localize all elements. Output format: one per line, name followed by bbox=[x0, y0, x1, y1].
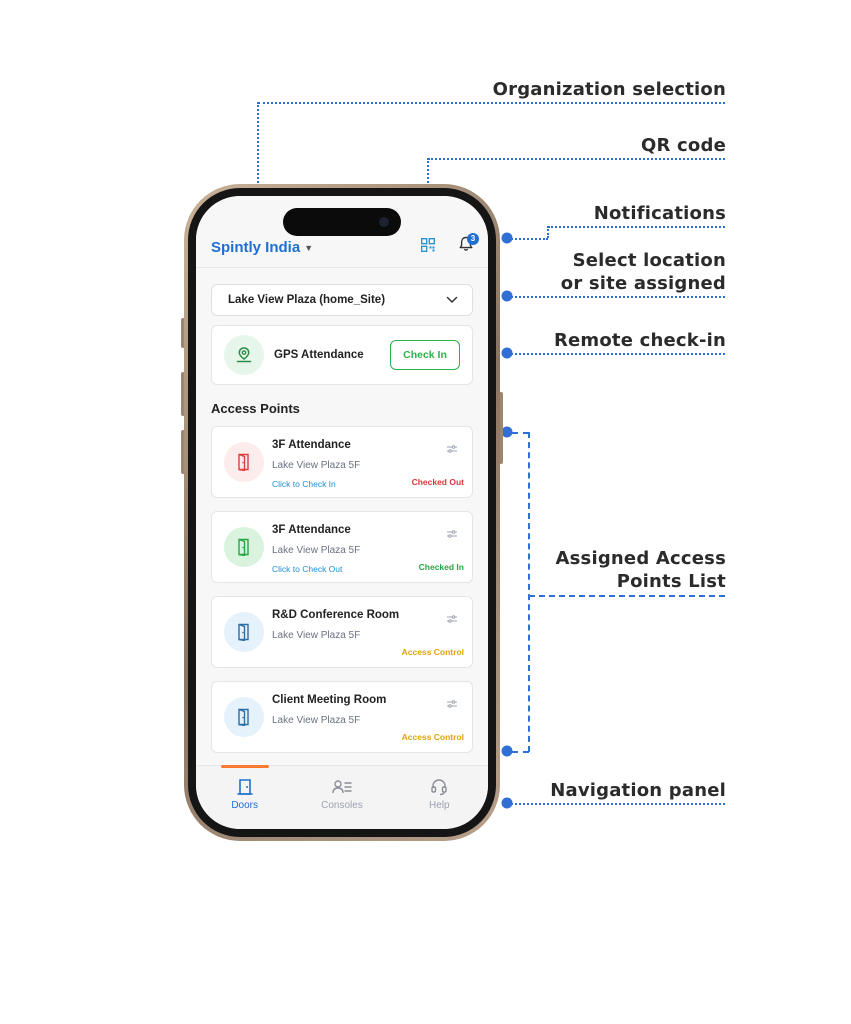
nav-tab-doors[interactable]: Doors bbox=[196, 765, 293, 829]
access-point-name: Client Meeting Room bbox=[272, 694, 387, 706]
access-point-card[interactable]: R&D Conference Room Lake View Plaza 5F A… bbox=[211, 596, 473, 668]
site-selector[interactable]: Lake View Plaza (home_Site) bbox=[211, 284, 473, 316]
annotation-access-points-line2: Points List bbox=[616, 571, 726, 592]
access-point-action-link[interactable]: Click to Check Out bbox=[272, 564, 343, 574]
navigation-panel: Doors Consoles bbox=[196, 765, 488, 829]
phone-power-button bbox=[499, 392, 503, 464]
access-point-status: Access Control bbox=[401, 647, 464, 657]
annotation-bracket-vertical bbox=[528, 432, 530, 752]
access-point-status: Checked Out bbox=[411, 477, 464, 487]
annotation-line-qr bbox=[428, 158, 725, 160]
annotation-select-location: Select location or site assigned bbox=[561, 249, 726, 295]
annotation-access-points: Assigned Access Points List bbox=[556, 547, 727, 593]
annotation-bracket-bottom bbox=[512, 751, 529, 753]
annotation-line-navigation bbox=[508, 803, 725, 805]
access-point-name: 3F Attendance bbox=[272, 439, 351, 451]
chevron-down-icon bbox=[446, 296, 458, 304]
access-point-location: Lake View Plaza 5F bbox=[272, 630, 361, 641]
door-icon-circle bbox=[224, 442, 264, 482]
settings-sliders-icon[interactable] bbox=[446, 699, 458, 709]
phone-frame: Spintly India ▼ 3 bbox=[184, 184, 500, 841]
app-screen: Spintly India ▼ 3 bbox=[196, 196, 488, 829]
annotation-notifications: Notifications bbox=[593, 203, 726, 224]
annotation-navigation-panel: Navigation panel bbox=[550, 780, 726, 801]
settings-sliders-icon[interactable] bbox=[446, 614, 458, 624]
access-point-name: 3F Attendance bbox=[272, 524, 351, 536]
annotation-dot-access-top bbox=[501, 426, 513, 438]
door-icon-circle bbox=[224, 697, 264, 737]
nav-tab-label: Consoles bbox=[321, 800, 363, 811]
settings-sliders-icon[interactable] bbox=[446, 529, 458, 539]
annotation-dot-navigation bbox=[501, 797, 513, 809]
caret-down-icon: ▼ bbox=[304, 242, 314, 253]
annotation-qr-code: QR code bbox=[641, 135, 726, 156]
access-point-info: R&D Conference Room Lake View Plaza 5F bbox=[272, 597, 460, 667]
door-icon-circle bbox=[224, 527, 264, 567]
door-icon bbox=[236, 779, 253, 795]
phone-bezel: Spintly India ▼ 3 bbox=[188, 188, 496, 837]
annotation-dot-access-bottom bbox=[501, 745, 513, 757]
nav-tab-help[interactable]: Help bbox=[391, 766, 488, 829]
phone-volume-up-button bbox=[181, 372, 185, 416]
gps-check-in-button[interactable]: Check In bbox=[390, 340, 460, 370]
consoles-icon bbox=[332, 780, 352, 794]
door-icon-circle bbox=[224, 612, 264, 652]
location-pin-icon bbox=[236, 347, 252, 363]
access-point-info: Client Meeting Room Lake View Plaza 5F bbox=[272, 682, 460, 752]
qr-code-icon[interactable] bbox=[421, 238, 435, 252]
access-point-action-link[interactable]: Click to Check In bbox=[272, 479, 336, 489]
phone-volume-down-button bbox=[181, 430, 185, 474]
annotation-line-location bbox=[508, 296, 725, 298]
door-icon bbox=[238, 453, 249, 471]
annotation-access-points-line1: Assigned Access bbox=[555, 548, 726, 569]
annotation-select-location-line1: Select location bbox=[572, 250, 726, 271]
annotation-line-notifications-vertical bbox=[547, 226, 549, 238]
access-point-location: Lake View Plaza 5F bbox=[272, 715, 361, 726]
annotation-dot-notifications bbox=[501, 232, 513, 244]
access-points-heading: Access Points bbox=[211, 401, 300, 416]
main-content: Lake View Plaza (home_Site) GPS Attendan… bbox=[211, 284, 473, 753]
annotation-dot-location bbox=[501, 290, 513, 302]
door-icon bbox=[238, 623, 249, 641]
front-camera bbox=[379, 217, 389, 227]
headset-icon bbox=[431, 779, 448, 796]
access-point-card[interactable]: 3F Attendance Lake View Plaza 5F Click t… bbox=[211, 511, 473, 583]
access-point-name: R&D Conference Room bbox=[272, 609, 400, 621]
annotation-line-organization-vertical bbox=[257, 102, 259, 226]
annotation-dot-remote bbox=[501, 347, 513, 359]
gps-attendance-card: GPS Attendance Check In bbox=[211, 325, 473, 385]
active-tab-indicator bbox=[220, 765, 269, 768]
nav-tab-label: Doors bbox=[231, 800, 258, 811]
access-point-status: Checked In bbox=[418, 562, 464, 572]
annotation-line-access-points bbox=[529, 595, 725, 597]
access-point-status: Access Control bbox=[401, 732, 464, 742]
access-point-card[interactable]: 3F Attendance Lake View Plaza 5F Click t… bbox=[211, 426, 473, 498]
annotation-remote-checkin: Remote check-in bbox=[553, 330, 726, 351]
organization-name: Spintly India bbox=[211, 239, 301, 256]
access-point-info: 3F Attendance Lake View Plaza 5F Click t… bbox=[272, 427, 460, 497]
door-icon bbox=[238, 708, 249, 726]
notification-badge: 3 bbox=[467, 233, 479, 245]
gps-icon-circle bbox=[224, 335, 264, 375]
annotation-bracket-top bbox=[512, 432, 529, 434]
access-point-location: Lake View Plaza 5F bbox=[272, 460, 361, 471]
site-selector-value: Lake View Plaza (home_Site) bbox=[228, 294, 386, 306]
access-point-card[interactable]: Client Meeting Room Lake View Plaza 5F A… bbox=[211, 681, 473, 753]
annotation-line-remote bbox=[508, 353, 725, 355]
annotation-select-location-line2: or site assigned bbox=[560, 273, 726, 294]
annotation-line-organization bbox=[258, 102, 725, 104]
access-point-info: 3F Attendance Lake View Plaza 5F Click t… bbox=[272, 512, 460, 582]
nav-tab-consoles[interactable]: Consoles bbox=[293, 766, 390, 829]
settings-sliders-icon[interactable] bbox=[446, 444, 458, 454]
phone-action-button bbox=[181, 318, 185, 348]
annotation-line-notifications bbox=[548, 226, 725, 228]
annotation-line-notifications-short bbox=[508, 238, 548, 240]
gps-attendance-title: GPS Attendance bbox=[274, 349, 364, 361]
access-point-location: Lake View Plaza 5F bbox=[272, 545, 361, 556]
annotation-organization-selection: Organization selection bbox=[492, 79, 726, 100]
organization-selector[interactable]: Spintly India ▼ bbox=[211, 239, 313, 256]
door-icon bbox=[238, 538, 249, 556]
nav-tab-label: Help bbox=[429, 800, 450, 811]
dynamic-island bbox=[283, 208, 401, 236]
